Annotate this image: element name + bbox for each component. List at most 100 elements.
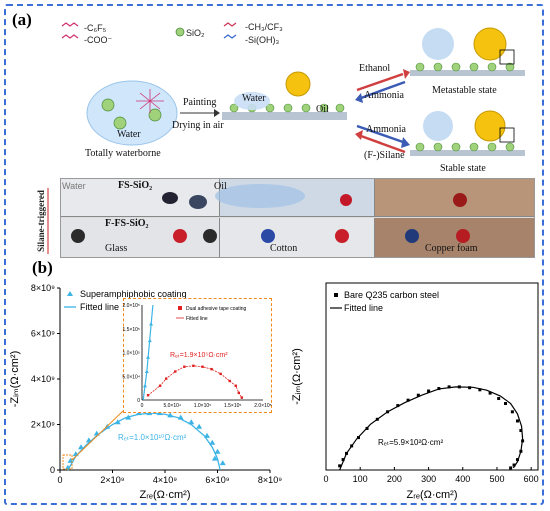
x-tick-label: 300 bbox=[421, 474, 436, 484]
inset-legend-fitted: Fitted line bbox=[186, 316, 208, 322]
photo-foam-label: Copper foam bbox=[425, 243, 478, 254]
data-point bbox=[519, 449, 523, 453]
data-point bbox=[515, 458, 519, 462]
painting-arrow bbox=[180, 109, 220, 117]
inset-coating-point bbox=[146, 355, 151, 359]
svg-text:Silane-triggered: Silane-triggered bbox=[36, 190, 46, 252]
data-point bbox=[350, 444, 354, 448]
drying-label: Drying in air bbox=[172, 120, 224, 131]
y-tick-label: 8×10⁹ bbox=[31, 283, 55, 293]
inset-y-tick-label: 2.0×10⁵ bbox=[122, 303, 140, 309]
data-point bbox=[406, 398, 410, 402]
x-axis-title: Zᵣₑ(Ω·cm²) bbox=[407, 489, 458, 501]
inset-data-point bbox=[210, 367, 213, 371]
legend-marker-steel bbox=[334, 293, 338, 297]
data-point bbox=[488, 391, 492, 395]
legend-sio2: SiO₂ bbox=[186, 28, 205, 38]
inset-data-point bbox=[158, 384, 162, 387]
legend-sioh3: -Si(OH)₃ bbox=[245, 35, 280, 45]
data-point bbox=[356, 436, 360, 440]
data-point bbox=[214, 448, 221, 454]
data-point bbox=[188, 419, 195, 425]
x-tick-label: 100 bbox=[353, 474, 368, 484]
data-point bbox=[396, 404, 400, 408]
data-point bbox=[167, 412, 174, 418]
data-point bbox=[427, 389, 431, 393]
inset-coating-point bbox=[144, 369, 149, 373]
legend-marker-coating bbox=[67, 291, 73, 296]
data-point bbox=[510, 410, 514, 414]
inset-data-point bbox=[201, 365, 204, 368]
data-point bbox=[447, 385, 451, 389]
data-point bbox=[78, 444, 84, 450]
inset-y-tick-label: 5.0×10⁴ bbox=[122, 374, 140, 380]
legend-glyphs-2 bbox=[223, 22, 237, 39]
panel-a-label: (a) bbox=[12, 10, 32, 29]
stable-schematic bbox=[410, 110, 525, 156]
data-point bbox=[457, 385, 461, 389]
inset-data-point bbox=[146, 394, 150, 397]
y-tick-label: 4×10⁹ bbox=[31, 374, 55, 384]
figure-frame bbox=[4, 4, 544, 505]
zoom-box bbox=[62, 454, 73, 470]
inset-rct-annotation: Rₑₜ=1.9×10⁵Ω·cm² bbox=[170, 352, 228, 359]
inset-x-tick-label: 2.0×10⁵ bbox=[254, 403, 272, 409]
metastable-schematic bbox=[410, 27, 525, 76]
data-point bbox=[341, 458, 345, 462]
zoom-connector bbox=[71, 410, 124, 461]
drop-water-label: Water bbox=[117, 129, 141, 140]
x-tick-label: 200 bbox=[387, 474, 402, 484]
data-point bbox=[125, 414, 132, 420]
y-tick-label: 6×10⁹ bbox=[31, 329, 55, 339]
photo-ffs-glass bbox=[61, 218, 219, 257]
rct-annotation: Rₑₜ=1.0×10¹⁰Ω·cm² bbox=[118, 433, 187, 442]
data-point bbox=[196, 423, 203, 429]
ethanol-label: Ethanol bbox=[359, 63, 391, 74]
data-point bbox=[386, 410, 390, 414]
x-tick-label: 2×10⁹ bbox=[100, 475, 124, 485]
y-axis-title: -Zᵢₘ(Ω·cm²) bbox=[9, 351, 21, 408]
data-point bbox=[338, 464, 342, 468]
x-tick-label: 4×10⁹ bbox=[153, 475, 177, 485]
inset-data-point bbox=[165, 377, 168, 380]
photo-ffs-foam bbox=[374, 218, 534, 257]
inset-x-tick-label: 0 bbox=[141, 403, 144, 409]
data-point bbox=[204, 432, 210, 438]
inset-data-point bbox=[237, 391, 240, 395]
painting-label: Painting bbox=[183, 97, 217, 108]
photo-cotton-label: Cotton bbox=[270, 243, 298, 254]
photo-oil-label: Oil bbox=[214, 181, 227, 192]
data-point bbox=[416, 393, 420, 397]
ammonia-bottom-label: Ammonia bbox=[366, 124, 406, 135]
inset-data-point bbox=[192, 364, 195, 367]
data-point bbox=[211, 455, 218, 461]
x-tick-label: 600 bbox=[524, 474, 539, 484]
inset-data-point bbox=[240, 396, 244, 399]
data-point bbox=[515, 419, 519, 423]
metastable-label: Metastable state bbox=[432, 85, 497, 96]
data-point bbox=[365, 426, 369, 430]
state-arrows bbox=[355, 69, 410, 154]
legend-steel-label: Bare Q235 carbon steel bbox=[344, 290, 439, 300]
photo-ffs-label: F-FS-SiO₂ bbox=[105, 218, 149, 229]
data-point bbox=[345, 451, 349, 455]
stable-label: Stable state bbox=[440, 163, 486, 174]
photo-droplets bbox=[71, 184, 470, 243]
ammonia-top-label: Ammonia bbox=[364, 90, 404, 101]
coating-oil-label: Oil bbox=[316, 104, 329, 115]
inset-x-tick-label: 1.5×10⁵ bbox=[224, 403, 242, 409]
y-tick-label: 2×10⁹ bbox=[31, 420, 55, 430]
legend-coating-label: Superamphiphobic coating bbox=[80, 289, 187, 299]
data-point bbox=[64, 464, 71, 470]
data-point bbox=[497, 397, 501, 401]
data-point bbox=[478, 388, 482, 392]
x-axis-title: Zᵣₑ(Ω·cm²) bbox=[140, 489, 191, 501]
y-axis-title: -Zᵢₘ(Ω·cm²) bbox=[291, 348, 303, 405]
inset-legend-marker bbox=[178, 306, 182, 310]
x-tick-label: 0 bbox=[323, 474, 328, 484]
inset-data-point bbox=[219, 372, 222, 376]
x-tick-label: 400 bbox=[455, 474, 470, 484]
totally-waterborne-label: Totally waterborne bbox=[85, 148, 161, 159]
coating-water-label: Water bbox=[242, 93, 266, 104]
